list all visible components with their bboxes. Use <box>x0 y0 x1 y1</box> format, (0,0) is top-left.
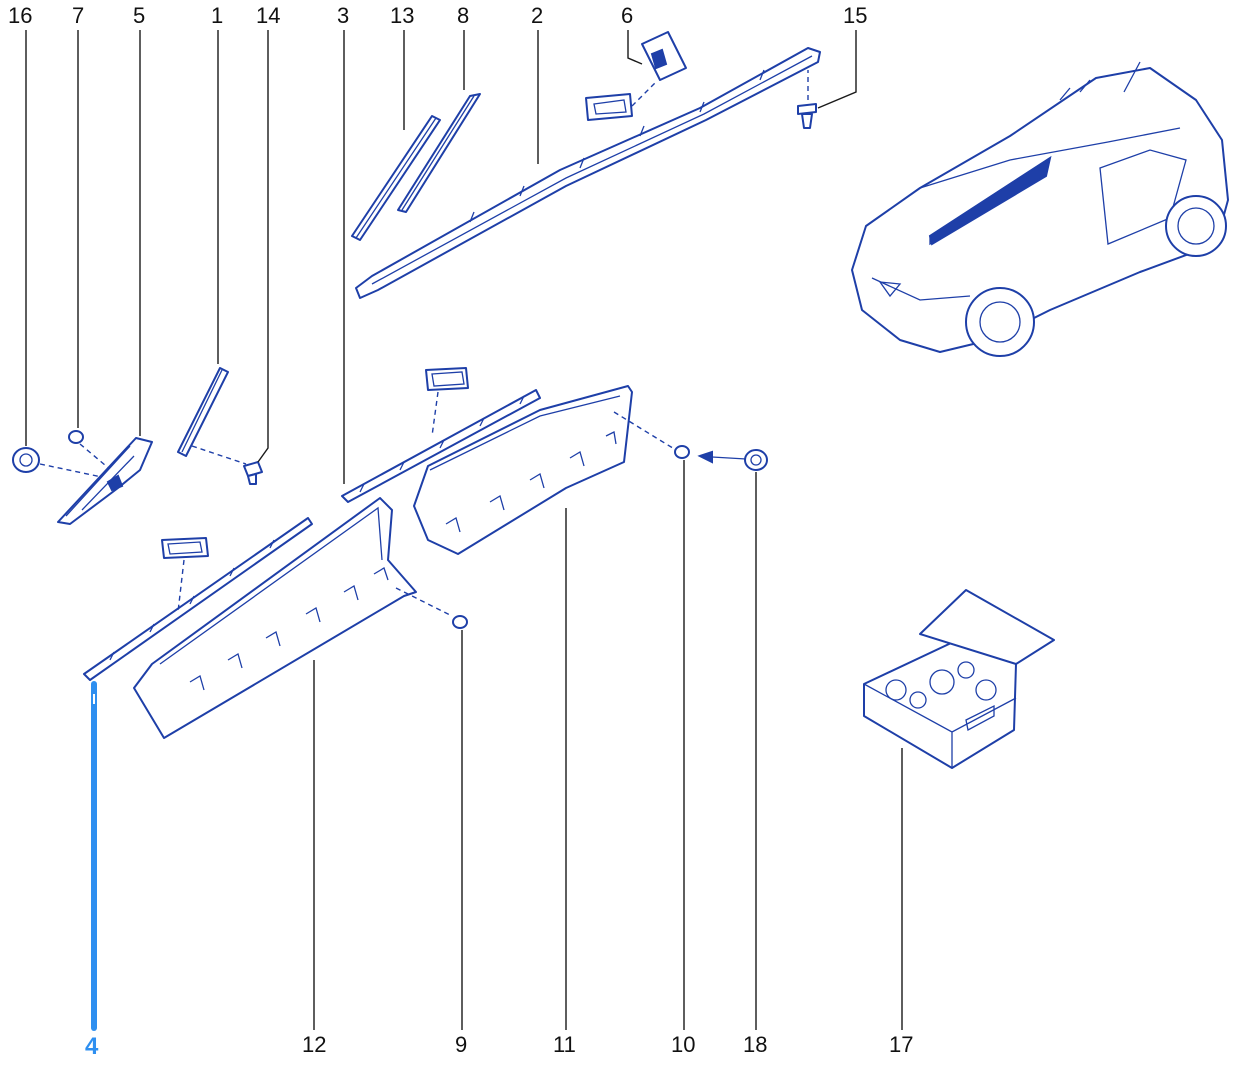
callout-5[interactable]: 5 <box>133 3 145 28</box>
callout-6[interactable]: 6 <box>621 3 633 28</box>
callout-12[interactable]: 12 <box>302 1032 326 1057</box>
callout-16[interactable]: 16 <box>8 3 32 28</box>
callout-10[interactable]: 10 <box>671 1032 695 1057</box>
part-1-pillar-strip[interactable] <box>177 367 247 465</box>
part-5-corner-trim[interactable] <box>57 437 153 525</box>
callout-7[interactable]: 7 <box>72 3 84 28</box>
vehicle-illustration <box>851 61 1229 357</box>
callout-9[interactable]: 9 <box>455 1032 467 1057</box>
callout-18[interactable]: 18 <box>743 1032 767 1057</box>
part-12-front-door-panel[interactable] <box>133 497 453 739</box>
callout-3[interactable]: 3 <box>337 3 349 28</box>
part-11-rear-door-panel[interactable] <box>413 385 677 555</box>
callout-17[interactable]: 17 <box>889 1032 913 1057</box>
part-9-clip[interactable] <box>452 615 468 629</box>
callout-2[interactable]: 2 <box>531 3 543 28</box>
callout-labels: 16 7 5 1 14 3 13 8 2 6 15 4 12 9 11 10 1… <box>8 3 913 1060</box>
callout-14[interactable]: 14 <box>256 3 280 28</box>
callout-4[interactable]: 4 <box>85 1033 99 1060</box>
part-7-cap[interactable] <box>68 430 119 477</box>
part-16-clip[interactable] <box>12 447 117 481</box>
part-4-lower-strip[interactable] <box>83 517 313 681</box>
part-18-grommet[interactable] <box>744 449 768 471</box>
part-6-clip[interactable] <box>585 31 687 121</box>
leader-lines <box>25 30 903 1030</box>
part-8-strip[interactable] <box>397 93 481 213</box>
part-10-clip[interactable] <box>674 445 747 464</box>
part-13-strip[interactable] <box>351 115 441 241</box>
part-14-screw[interactable] <box>243 461 263 485</box>
callout-11[interactable]: 11 <box>553 1032 576 1057</box>
callout-13[interactable]: 13 <box>390 3 414 28</box>
part-17-clip-kit-box[interactable] <box>863 589 1055 769</box>
part-2-roof-moulding[interactable] <box>355 47 821 299</box>
callout-8[interactable]: 8 <box>457 3 469 28</box>
callout-1[interactable]: 1 <box>211 3 223 28</box>
part-15-push-clip[interactable] <box>797 70 817 129</box>
part-3-upper-moulding[interactable] <box>341 367 541 503</box>
callout-15[interactable]: 15 <box>843 3 867 28</box>
